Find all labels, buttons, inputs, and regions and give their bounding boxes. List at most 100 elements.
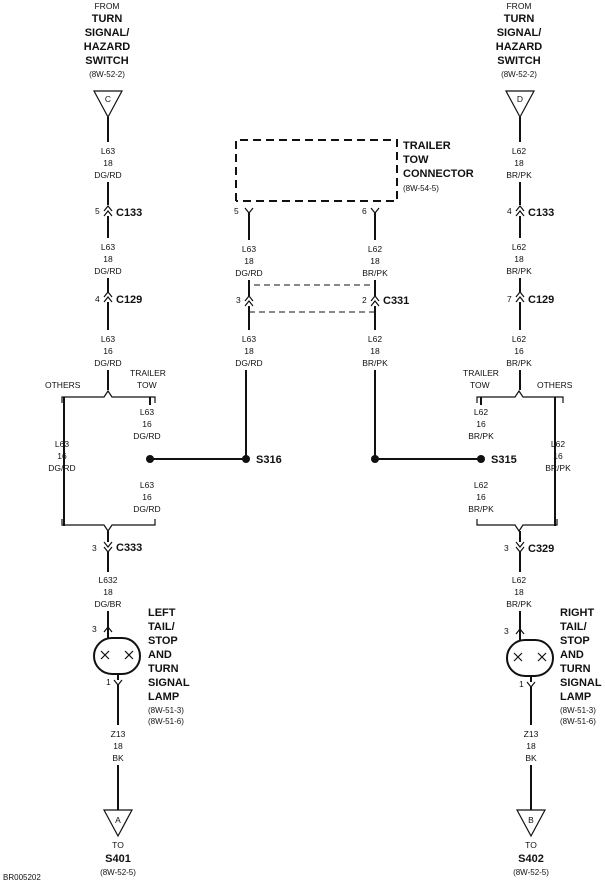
right-source-title-line: TURN — [504, 13, 535, 25]
wire-label: L63 — [140, 407, 154, 417]
right-source-from: FROM — [506, 1, 531, 11]
left-source-pin-triangle — [92, 90, 124, 119]
lamp-title-line: TAIL/ — [560, 621, 587, 633]
left-source-title-line: SIGNAL/ — [85, 27, 130, 39]
lamp-title-line: STOP — [148, 635, 178, 647]
c331-connector: 3 2 C331 — [236, 284, 409, 313]
branch-bracket — [61, 389, 156, 403]
connector-pin: 3 — [504, 543, 509, 553]
right-dest-to: TO — [525, 840, 537, 850]
wire-label: 16 — [103, 346, 113, 356]
connector-chevron — [515, 291, 525, 298]
left-dest-pin: A — [115, 815, 121, 825]
connector-chevron — [244, 207, 254, 214]
left-dest-triangle — [102, 809, 134, 838]
wire-label: 18 — [103, 254, 113, 264]
connector-chevron — [526, 681, 536, 688]
right-source-title-line: SWITCH — [497, 55, 540, 67]
connector-pin: 3 — [92, 543, 97, 553]
wire-label: 16 — [476, 419, 486, 429]
lamp-pin: 3 — [92, 624, 97, 634]
wire-label: DG/RD — [94, 358, 121, 368]
connector-pin: 2 — [362, 295, 367, 305]
right-dest-name: S402 — [518, 853, 544, 865]
lamp-title-line: AND — [148, 649, 172, 661]
wire-label: 18 — [526, 741, 536, 751]
wire-label: L62 — [512, 575, 526, 585]
wire-label: L632 — [99, 575, 118, 585]
lamp-title-line: LAMP — [560, 691, 591, 703]
left-source-title-line: HAZARD — [84, 41, 130, 53]
connector-name: C129 — [116, 294, 142, 306]
wire-label: L62 — [551, 439, 565, 449]
wire-label: BR/PK — [545, 463, 571, 473]
wire-label: 18 — [370, 346, 380, 356]
center-left-wire: L63 18 DG/RD L63 18 DG/RD — [235, 213, 263, 459]
branch-label: TRAILER — [130, 368, 166, 378]
lamp-pin: 3 — [504, 626, 509, 636]
wire-label: L62 — [474, 407, 488, 417]
right-chain: L62 18 BR/PK 4 C133 L62 18 BR/PK 7 C129 … — [371, 117, 573, 877]
wire-label: 18 — [514, 254, 524, 264]
wire-label: Z13 — [524, 729, 539, 739]
trailer-connector-outline — [235, 139, 398, 202]
wire-label: L62 — [474, 480, 488, 490]
wire-label: L63 — [242, 244, 256, 254]
connector-chevron — [515, 205, 525, 212]
wire-label: BR/PK — [506, 170, 532, 180]
wire-label: L63 — [101, 242, 115, 252]
left-dest-ref: (8W-52-5) — [100, 868, 136, 877]
connector-chevron — [370, 207, 380, 214]
wire-label: DG/RD — [94, 266, 121, 276]
wire-label: DG/BR — [95, 599, 122, 609]
wire-label: L63 — [101, 146, 115, 156]
connector-name: C333 — [116, 542, 142, 554]
right-dest-triangle — [515, 809, 547, 838]
trailer-connector: TRAILER TOW CONNECTOR (8W-54-5) 5 6 — [234, 139, 474, 216]
left-lamp-bulb — [93, 637, 141, 675]
right-lamp-bulb — [506, 639, 554, 677]
branch-label: TRAILER — [463, 368, 499, 378]
lamp-ref: (8W-51-6) — [148, 717, 184, 726]
left-dest-to: TO — [112, 840, 124, 850]
wire-label: 18 — [244, 256, 254, 266]
drawing-code: BR005202 — [3, 873, 41, 882]
connector-chevron — [244, 295, 254, 302]
wire-label: DG/RD — [133, 431, 160, 441]
connector-name: C129 — [528, 294, 554, 306]
connector-pin: 3 — [236, 295, 241, 305]
lamp-title-line: TURN — [560, 663, 591, 675]
right-dest-pin: B — [528, 815, 534, 825]
wire-label: 16 — [553, 451, 563, 461]
trailer-title-line: TOW — [403, 154, 429, 166]
branch-label: OTHERS — [45, 380, 81, 390]
connector-name: C329 — [528, 543, 554, 555]
right-dest-ref: (8W-52-5) — [513, 868, 549, 877]
connector-pin: 7 — [507, 294, 512, 304]
splice-dot — [477, 455, 485, 463]
connector-chevron — [515, 541, 525, 548]
connector-chevron — [103, 205, 113, 212]
branch-bracket — [476, 519, 558, 533]
wire-label: 16 — [57, 451, 67, 461]
lamp-title-line: RIGHT — [560, 607, 595, 619]
connector-chevron — [515, 210, 525, 217]
lamp-filament-icon — [100, 650, 134, 660]
connector-chevron — [103, 296, 113, 303]
connector-chevron — [103, 291, 113, 298]
connector-name: C331 — [383, 295, 409, 307]
right-lamp-label: RIGHT TAIL/ STOP AND TURN SIGNAL LAMP (8… — [560, 607, 602, 726]
trailer-pin: 6 — [362, 206, 367, 216]
wire-label: L63 — [242, 334, 256, 344]
left-source: FROM TURN SIGNAL/ HAZARD SWITCH (8W-52-2… — [84, 1, 130, 119]
connector-chevron — [103, 541, 113, 548]
connector-chevron — [103, 210, 113, 217]
wire-label: 18 — [113, 741, 123, 751]
wire-label: 18 — [370, 256, 380, 266]
wire-label: 18 — [514, 587, 524, 597]
connector-pin: 5 — [95, 206, 100, 216]
wire-label: 18 — [514, 158, 524, 168]
left-source-title-line: TURN — [92, 13, 123, 25]
splice-name: S315 — [491, 454, 517, 466]
